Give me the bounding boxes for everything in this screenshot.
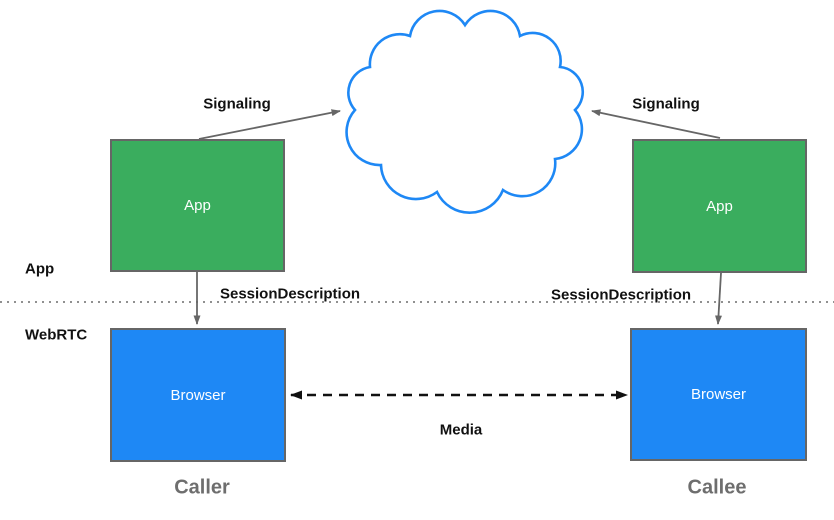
signaling-label-left: Signaling — [203, 95, 271, 113]
app-node-caller: App — [110, 139, 285, 272]
signaling-arrow-right — [591, 109, 721, 139]
browser-node-caller: Browser — [110, 328, 286, 462]
caller-caption: Caller — [174, 476, 230, 499]
app-node-caller-label: App — [184, 197, 211, 214]
signaling-cloud — [345, 9, 585, 214]
signaling-arrow-left — [198, 109, 341, 140]
layer-label-app: App — [25, 260, 55, 278]
app-node-callee-label: App — [706, 197, 733, 215]
browser-node-callee-label: Browser — [690, 386, 746, 403]
callee-caption: Callee — [687, 476, 747, 499]
media-label: Media — [439, 421, 483, 439]
session-description-arrow-right — [715, 272, 722, 325]
layer-label-webrtc: WebRTC — [25, 326, 88, 344]
browser-node-caller-label: Browser — [170, 386, 226, 404]
session-description-label-right: SessionDescription — [550, 286, 692, 304]
session-description-label-left: SessionDescription — [219, 285, 361, 303]
signaling-label-right: Signaling — [632, 95, 700, 113]
app-node-callee: App — [632, 139, 807, 273]
browser-node-callee: Browser — [630, 328, 807, 461]
